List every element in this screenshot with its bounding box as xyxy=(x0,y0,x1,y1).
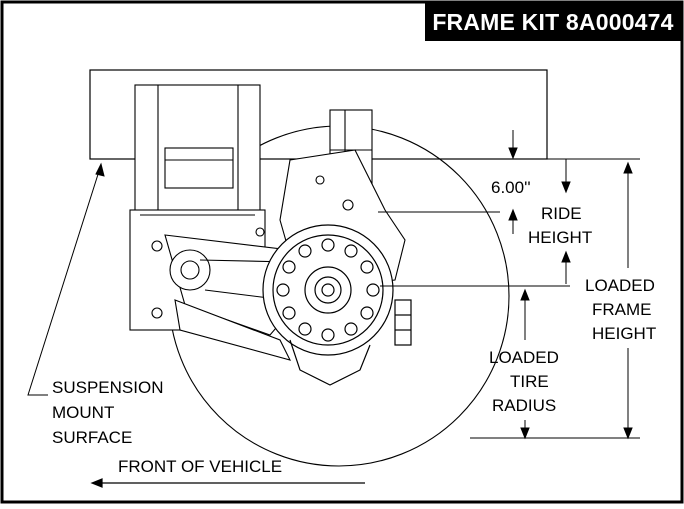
front-of-vehicle-arrow xyxy=(90,478,365,488)
suspension-mount-label-line1: SUSPENSION xyxy=(52,378,163,397)
loaded-frame-height-dimension xyxy=(470,161,640,440)
ride-height-dimension xyxy=(378,130,640,284)
loaded-tire-radius-dimension xyxy=(380,285,570,440)
suspension-mount-label-line3: SURFACE xyxy=(52,428,132,447)
suspension-mount-leader xyxy=(27,162,105,396)
front-of-vehicle-label: FRONT OF VEHICLE xyxy=(118,457,282,476)
loaded-tire-radius-label-line2: TIRE xyxy=(510,372,549,391)
loaded-tire-radius-label-line1: LOADED xyxy=(489,348,559,367)
ride-height-label-line1: RIDE xyxy=(541,204,582,223)
loaded-tire-radius-label-line3: RADIUS xyxy=(492,396,556,415)
loaded-frame-height-label-line1: LOADED xyxy=(585,276,655,295)
ride-height-label-line2: HEIGHT xyxy=(528,228,592,247)
loaded-frame-height-label-line3: HEIGHT xyxy=(592,324,656,343)
kit-title: FRAME KIT 8A000474 xyxy=(425,3,681,41)
suspension-mount-label-line2: MOUNT xyxy=(52,403,114,422)
trailing-arm xyxy=(164,234,301,361)
wheel-hub xyxy=(262,224,412,386)
dimension-value-text: 6.00'' xyxy=(491,178,531,197)
loaded-frame-height-label-line2: FRAME xyxy=(592,300,652,319)
